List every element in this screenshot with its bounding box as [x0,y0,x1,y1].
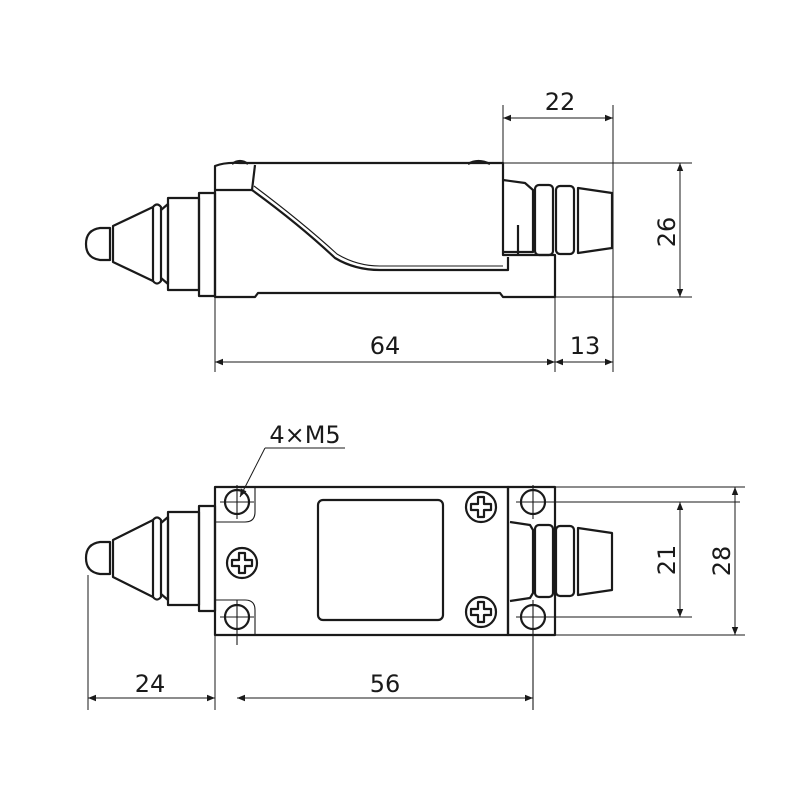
dim-label-28: 28 [708,546,736,577]
dim-label-21: 21 [653,545,681,576]
dimension-lines [87,486,745,710]
cable-gland [509,520,614,603]
label-window [316,498,445,622]
dim-label-26: 26 [653,217,681,248]
plan-view: 4×M5 24 56 21 28 [84,421,745,710]
screws [225,490,498,629]
phillips-screw-icon [464,595,498,629]
phillips-screw-icon [464,490,498,524]
hole-icon [516,600,692,710]
dim-label-64: 64 [370,332,401,360]
hole-icon [220,600,254,645]
plunger [84,191,217,298]
hole-icon [220,485,254,519]
cable-gland [502,178,614,257]
dimension-lines [214,105,692,372]
dim-label-56: 56 [370,670,401,698]
switch-body [213,485,557,637]
dim-label-13: 13 [570,332,601,360]
plunger [84,504,217,613]
thread-callout: 4×M5 [269,421,340,449]
phillips-screw-icon [225,546,259,580]
mounting-holes [220,485,740,710]
side-view: 22 26 64 13 [84,88,692,372]
dim-label-22: 22 [545,88,576,116]
callout-leader [239,447,345,498]
hole-icon [516,485,740,519]
switch-body [213,159,557,299]
dim-label-24: 24 [135,670,166,698]
